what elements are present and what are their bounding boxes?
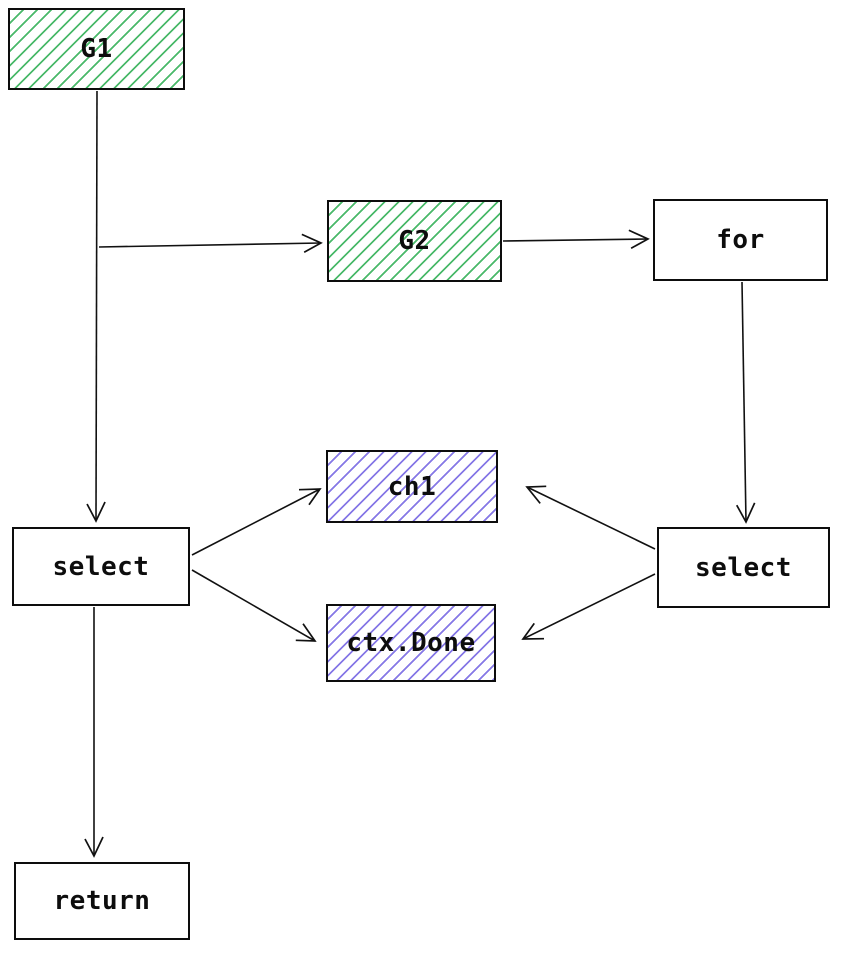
node-ch1: ch1 (326, 450, 504, 529)
edge-select-right-ch1 (525, 485, 656, 550)
edge-select-right-ctx-done (521, 573, 656, 640)
node-g1-label: G1 (80, 34, 113, 64)
node-return: return (14, 862, 190, 940)
edge-select-left-ch1 (191, 488, 322, 556)
node-return-label: return (53, 886, 151, 916)
edge-g1-select-left (86, 90, 106, 523)
node-g2-label: G2 (398, 226, 431, 256)
node-select-right-label: select (695, 552, 792, 583)
edge-for-select-right (735, 281, 756, 524)
edge-g2-for (502, 229, 650, 249)
node-ctx-done: ctx.Done (326, 604, 502, 688)
node-ctx-done-label: ctx.Done (346, 628, 476, 658)
node-for-label: for (716, 225, 765, 255)
node-ch1-label: ch1 (387, 471, 437, 502)
node-g1: G1 (8, 8, 191, 96)
node-select-right: select (657, 527, 830, 608)
node-for: for (653, 199, 828, 281)
node-select-left-label: select (52, 551, 150, 582)
node-select-left: select (12, 527, 190, 606)
edge-g1-g2 (98, 233, 323, 254)
node-g2: G2 (327, 200, 508, 288)
edge-select-left-ctx-done (191, 569, 317, 642)
